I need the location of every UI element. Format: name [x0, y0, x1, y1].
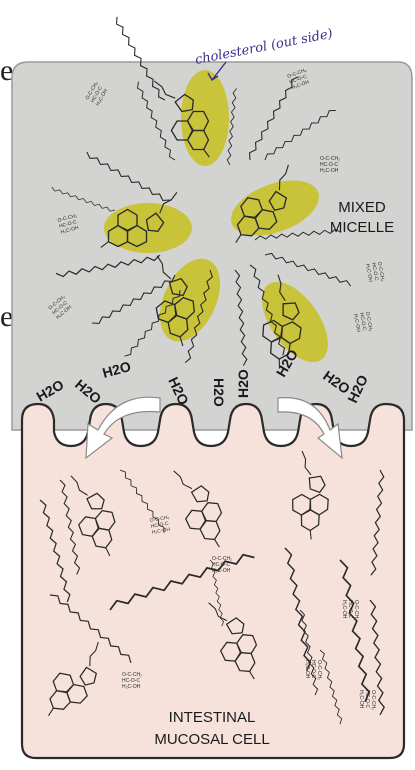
headgroup: [304, 660, 322, 680]
headgroup: [212, 556, 232, 574]
headgroup: [364, 261, 385, 284]
headgroup: [358, 690, 376, 710]
micelle-label-line1: MIXED: [338, 199, 386, 216]
headgroup: [122, 672, 142, 690]
headgroup: [149, 515, 172, 536]
cell-label-line1: INTESTINAL: [169, 709, 256, 726]
headgroup: [352, 311, 373, 334]
micelle-label-line2: MICELLE: [330, 219, 394, 236]
water-label: H2O: [211, 378, 227, 407]
headgroup: [341, 600, 359, 620]
cell-label-line2: MUCOSAL CELL: [154, 731, 269, 748]
water-label: H2O: [235, 369, 251, 398]
headgroup: [320, 156, 340, 174]
